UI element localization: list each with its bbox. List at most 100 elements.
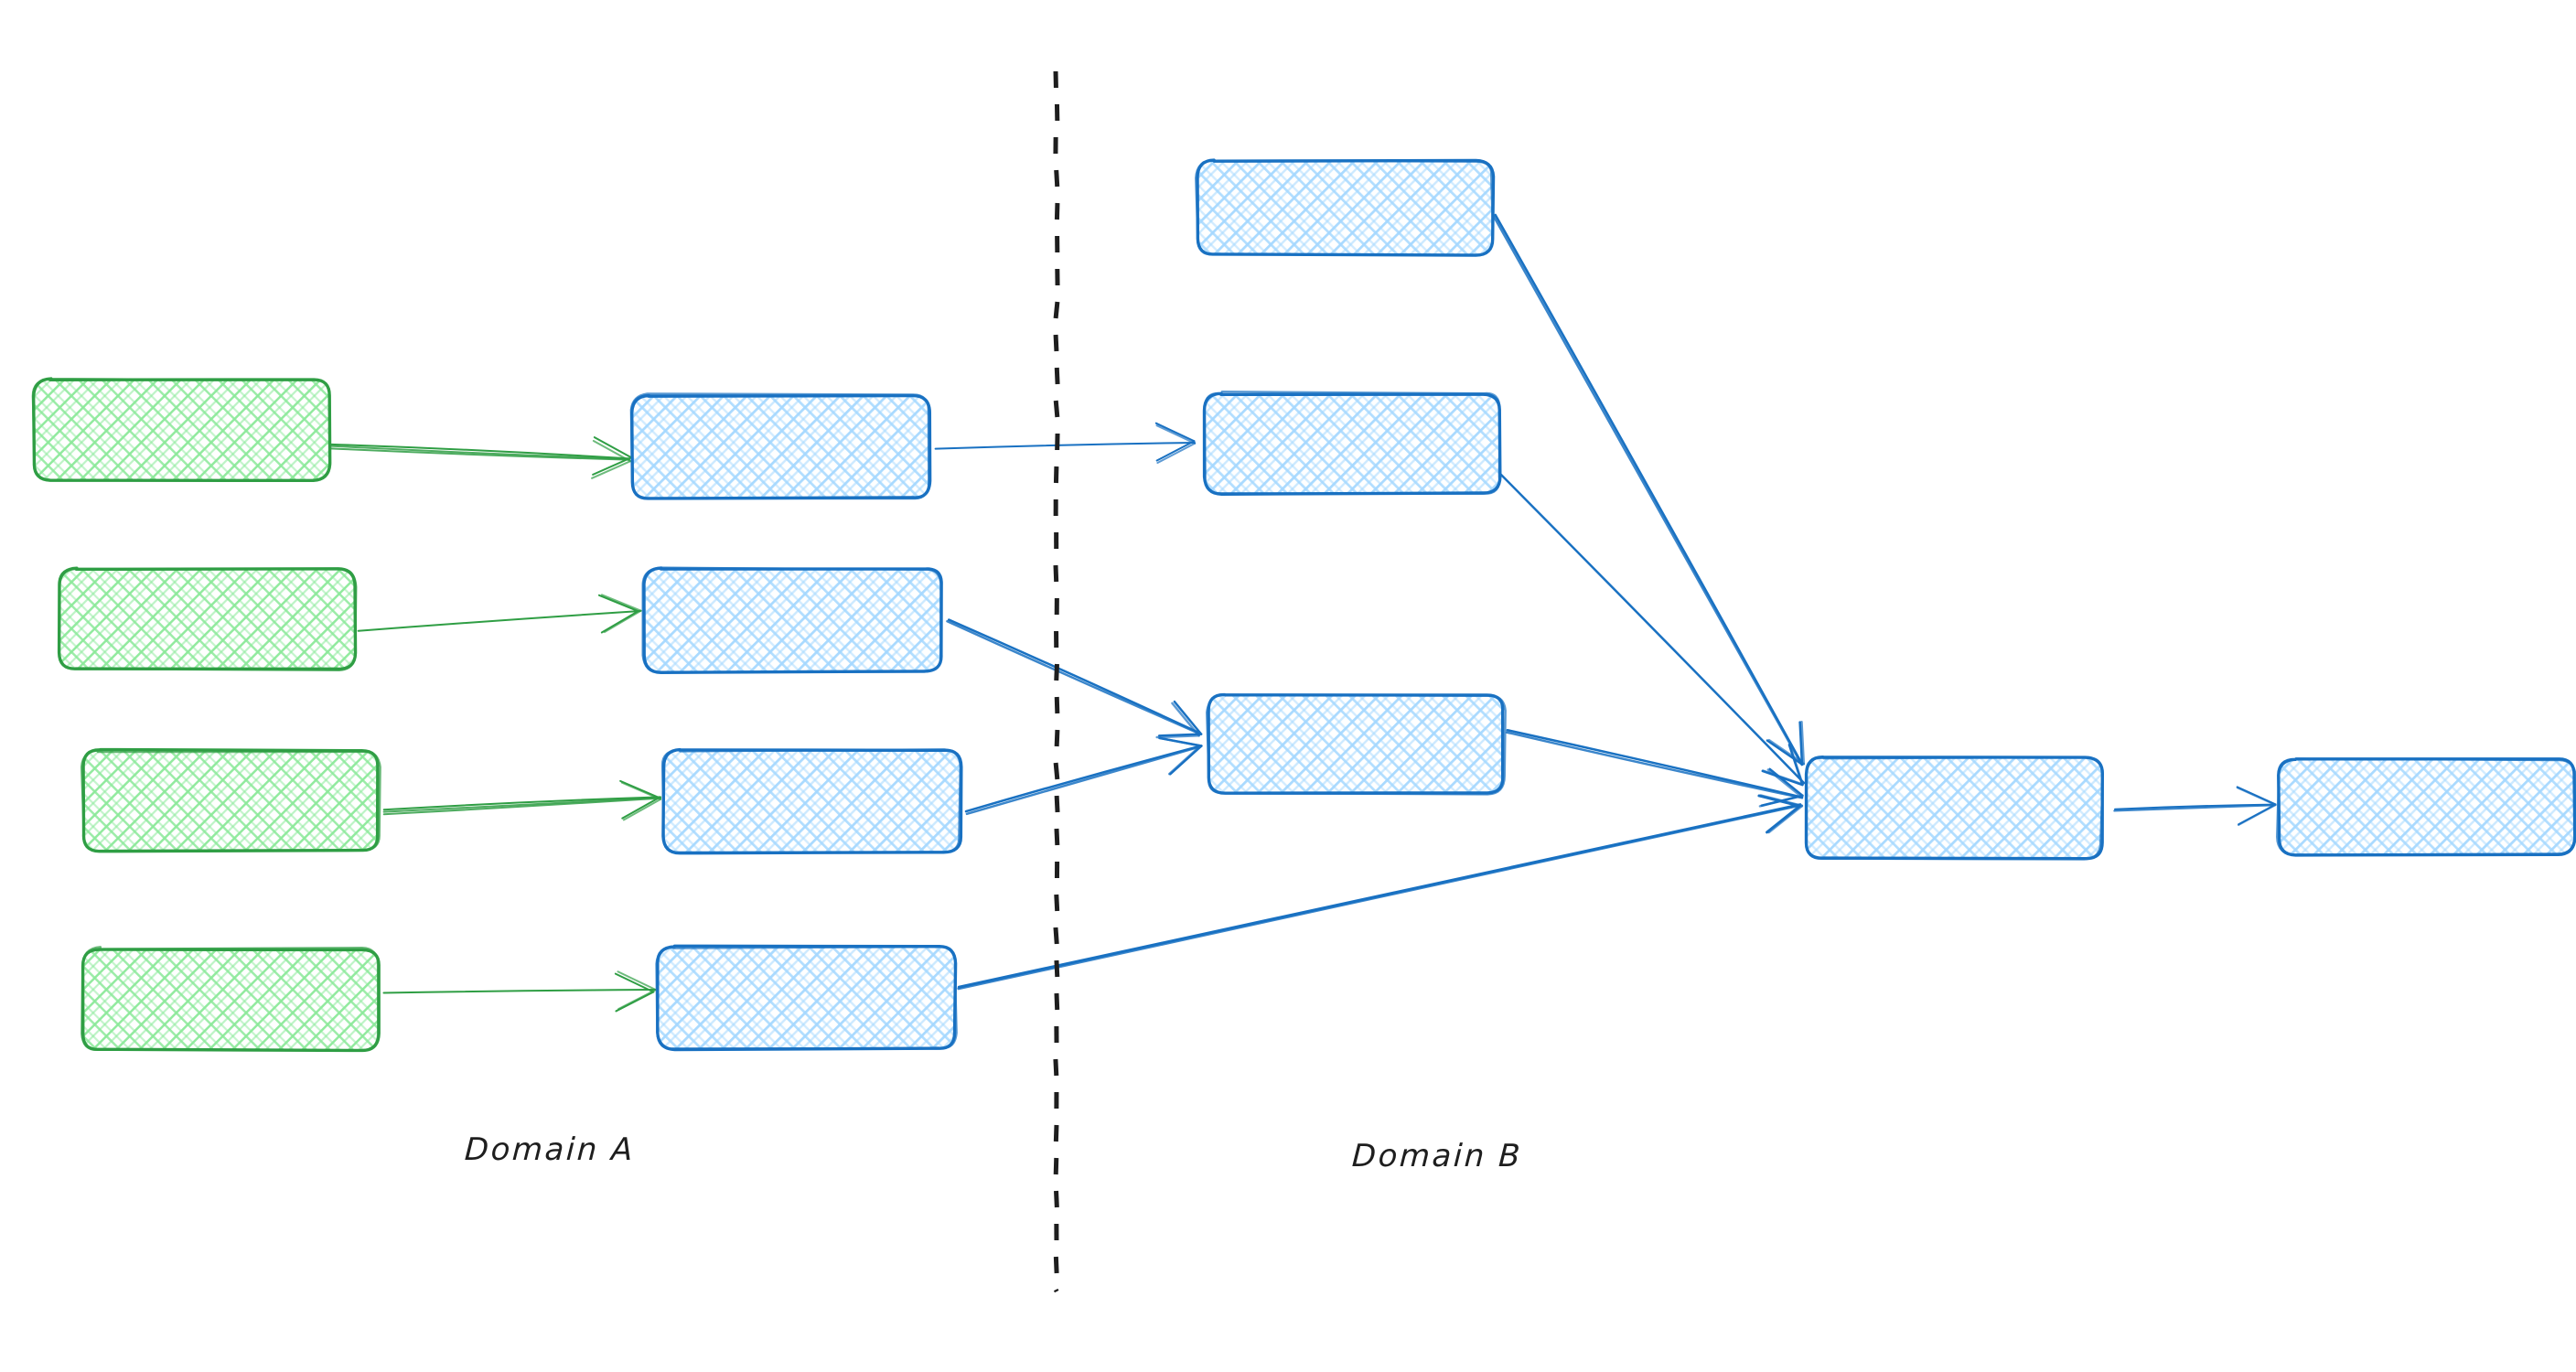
- edge-shaft: [1498, 472, 1806, 785]
- node-layer: [29, 155, 2576, 1056]
- node-box-e1[interactable]: [2274, 754, 2576, 860]
- divider-dash: [1053, 1124, 1059, 1142]
- edge-arrow-b4-d1[interactable]: [957, 794, 1804, 991]
- edge-arrowhead: [1788, 743, 1804, 786]
- node-outline-b2: [641, 566, 942, 673]
- node-outline-c1: [1195, 159, 1495, 256]
- edge-arrowhead: [1761, 769, 1804, 786]
- edge-arrow-a1-b1[interactable]: [329, 436, 633, 479]
- edge-arrow-b2-c3[interactable]: [946, 618, 1203, 739]
- edge-arrowhead: [617, 970, 657, 991]
- divider-dash: [1053, 301, 1060, 319]
- edge-arrowhead: [597, 594, 639, 613]
- node-box-b1[interactable]: [628, 390, 935, 503]
- label-domain-a: Domain A: [463, 1131, 637, 1168]
- edge-arrowhead: [1155, 440, 1196, 462]
- edge-arrowhead: [1759, 794, 1804, 808]
- node-box-c1[interactable]: [1193, 155, 1498, 261]
- edge-shaft: [357, 610, 641, 632]
- node-box-c3[interactable]: [1204, 690, 1509, 798]
- edge-shaft: [329, 445, 630, 460]
- node-box-b3[interactable]: [659, 745, 966, 858]
- node-outline-a2: [58, 567, 358, 671]
- edge-arrow-a2-b2[interactable]: [357, 594, 642, 634]
- edge-arrow-b1-c2[interactable]: [934, 422, 1197, 465]
- edge-arrowhead: [622, 798, 662, 821]
- domain-divider: [1053, 70, 1060, 1293]
- edge-arrowhead: [1766, 739, 1804, 766]
- edge-arrowhead: [1767, 738, 1806, 766]
- divider-dash: [1053, 762, 1060, 780]
- edge-arrow-d1-e1[interactable]: [2113, 786, 2277, 826]
- edge-shaft: [2114, 803, 2275, 810]
- edge-arrowhead: [593, 436, 633, 459]
- node-box-d1[interactable]: [1802, 752, 2108, 863]
- edge-arrowhead: [1798, 721, 1804, 766]
- node-box-c2[interactable]: [1200, 388, 1506, 499]
- node-fill-e1: [2278, 758, 2574, 855]
- edge-shaft: [382, 989, 656, 994]
- node-box-a4[interactable]: [79, 944, 384, 1056]
- edge-arrowhead: [1800, 720, 1806, 766]
- node-box-b4[interactable]: [653, 941, 961, 1055]
- divider-dash: [1053, 1157, 1059, 1175]
- edge-shaft: [330, 443, 631, 460]
- edge-arrowhead: [592, 440, 632, 463]
- edge-arrow-a4-b4[interactable]: [382, 970, 657, 1013]
- node-box-a1[interactable]: [29, 374, 335, 486]
- edge-arrowhead: [603, 609, 642, 634]
- node-outline-e1: [2276, 757, 2576, 856]
- node-outline-b4: [655, 946, 958, 1050]
- node-fill-b4: [658, 946, 955, 1051]
- node-fill-b1: [632, 393, 930, 498]
- edge-shaft: [957, 803, 1802, 991]
- edge-arrowhead: [1157, 736, 1202, 747]
- edge-arrowhead: [1767, 804, 1804, 834]
- edge-arrow-c1-d1[interactable]: [1492, 213, 1806, 766]
- edge-arrowhead: [1768, 767, 1804, 798]
- node-box-a2[interactable]: [55, 563, 360, 675]
- edge-arrowhead: [617, 989, 657, 1011]
- edge-shaft: [2113, 804, 2276, 812]
- divider-dash: [1053, 564, 1059, 583]
- edge-arrowhead: [1171, 702, 1200, 737]
- node-outline-a4: [80, 946, 380, 1052]
- edge-arrowhead: [591, 460, 632, 479]
- edge-arrowhead: [600, 594, 642, 612]
- edge-arrow-a3-b3[interactable]: [382, 779, 662, 821]
- node-outline-c3: [1206, 693, 1507, 796]
- node-box-b2[interactable]: [639, 563, 947, 677]
- edge-shaft: [382, 797, 662, 816]
- divider-dash: [1053, 1058, 1059, 1077]
- edge-arrowhead: [1156, 442, 1197, 465]
- edge-arrowhead: [621, 797, 660, 820]
- edge-shaft: [329, 447, 630, 461]
- node-outline-a1: [31, 377, 331, 482]
- edge-arrowhead: [2236, 787, 2277, 807]
- edge-shaft: [382, 796, 661, 811]
- edge-shaft: [1506, 728, 1804, 799]
- node-fill-a1: [34, 379, 330, 480]
- edge-shaft: [946, 619, 1202, 735]
- edge-arrowhead: [1155, 424, 1197, 445]
- divider-dash: [1053, 1288, 1059, 1293]
- edge-shaft: [1494, 213, 1804, 766]
- node-fill-c2: [1205, 393, 1501, 495]
- node-fill-b3: [663, 749, 961, 852]
- node-outline-b1: [629, 392, 930, 500]
- edge-arrow-c2-d1[interactable]: [1498, 472, 1806, 787]
- node-box-a3[interactable]: [79, 745, 384, 856]
- edge-arrow-b3-c3[interactable]: [964, 736, 1203, 816]
- edge-shaft: [1492, 215, 1803, 766]
- edge-shaft: [965, 745, 1202, 816]
- edge-layer: [329, 213, 2277, 1013]
- node-fill-a2: [59, 568, 355, 670]
- edge-arrowhead: [592, 456, 633, 476]
- edge-arrowhead: [1173, 700, 1203, 735]
- edge-arrowhead: [1766, 768, 1802, 798]
- node-outline-b3: [660, 748, 961, 853]
- node-fill-d1: [1807, 756, 2103, 859]
- divider-dash: [1053, 400, 1060, 418]
- edge-shaft: [1505, 731, 1804, 799]
